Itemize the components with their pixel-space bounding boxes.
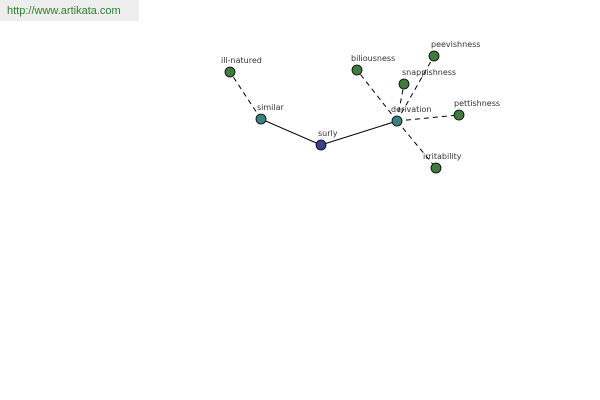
node-label-ill-natured[interactable]: ill-natured [221, 56, 262, 65]
node-label-pettishness[interactable]: pettishness [454, 99, 500, 108]
node-dot-peevishness[interactable] [428, 50, 440, 62]
node-dot-irritability[interactable] [430, 162, 442, 174]
edge-derivation-pettishness [396, 114, 460, 122]
edges-layer [229, 55, 460, 169]
edge-derivation-biliousness [356, 69, 398, 122]
node-peevishness[interactable]: peevishness [428, 40, 480, 62]
node-label-surly[interactable]: surly [318, 129, 338, 138]
node-dot-pettishness[interactable] [453, 109, 465, 121]
nodes-layer: surly similar derivation ill-natured bilious… [221, 40, 500, 174]
node-dot-biliousness[interactable] [351, 64, 363, 76]
node-ill-natured[interactable]: ill-natured [221, 56, 262, 78]
node-biliousness[interactable]: biliousness [351, 54, 395, 76]
node-irritability[interactable]: irritability [423, 152, 462, 174]
edge-similar-ill-natured [229, 71, 262, 120]
edge-derivation-snappishness [396, 83, 405, 122]
edge-derivation-peevishness [396, 55, 435, 122]
node-pettishness[interactable]: pettishness [453, 99, 500, 121]
node-label-irritability[interactable]: irritability [423, 152, 462, 161]
node-label-biliousness[interactable]: biliousness [351, 54, 395, 63]
node-dot-snappishness[interactable] [398, 78, 410, 90]
node-dot-similar[interactable] [255, 113, 267, 125]
node-label-derivation[interactable]: derivation [391, 105, 431, 114]
node-similar[interactable]: similar [255, 103, 285, 125]
node-label-snappishness[interactable]: snappishness [402, 68, 456, 77]
node-label-similar[interactable]: similar [257, 103, 285, 112]
node-dot-derivation[interactable] [391, 115, 403, 127]
node-surly[interactable]: surly [315, 129, 338, 151]
node-derivation[interactable]: derivation [391, 105, 431, 127]
node-dot-ill-natured[interactable] [224, 66, 236, 78]
edge-surly-similar [260, 118, 322, 146]
node-snappishness[interactable]: snappishness [398, 68, 456, 90]
edge-derivation-irritability [396, 120, 437, 169]
node-label-peevishness[interactable]: peevishness [431, 40, 480, 49]
edge-surly-derivation [320, 120, 398, 146]
site-url-banner[interactable]: http://www.artikata.com [0, 0, 139, 21]
node-dot-surly[interactable] [315, 139, 327, 151]
